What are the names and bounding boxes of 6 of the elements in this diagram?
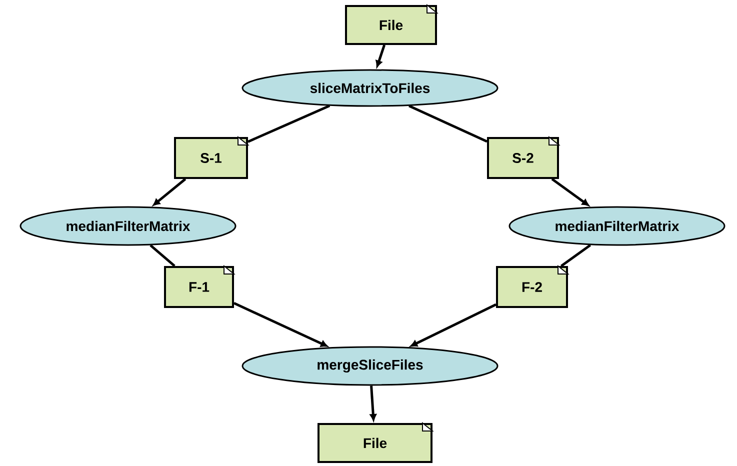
arrow [551, 178, 589, 206]
arrow [410, 303, 497, 347]
arrow [376, 44, 386, 68]
arrow [370, 386, 376, 421]
arrow [233, 302, 328, 347]
arrow [153, 178, 186, 206]
